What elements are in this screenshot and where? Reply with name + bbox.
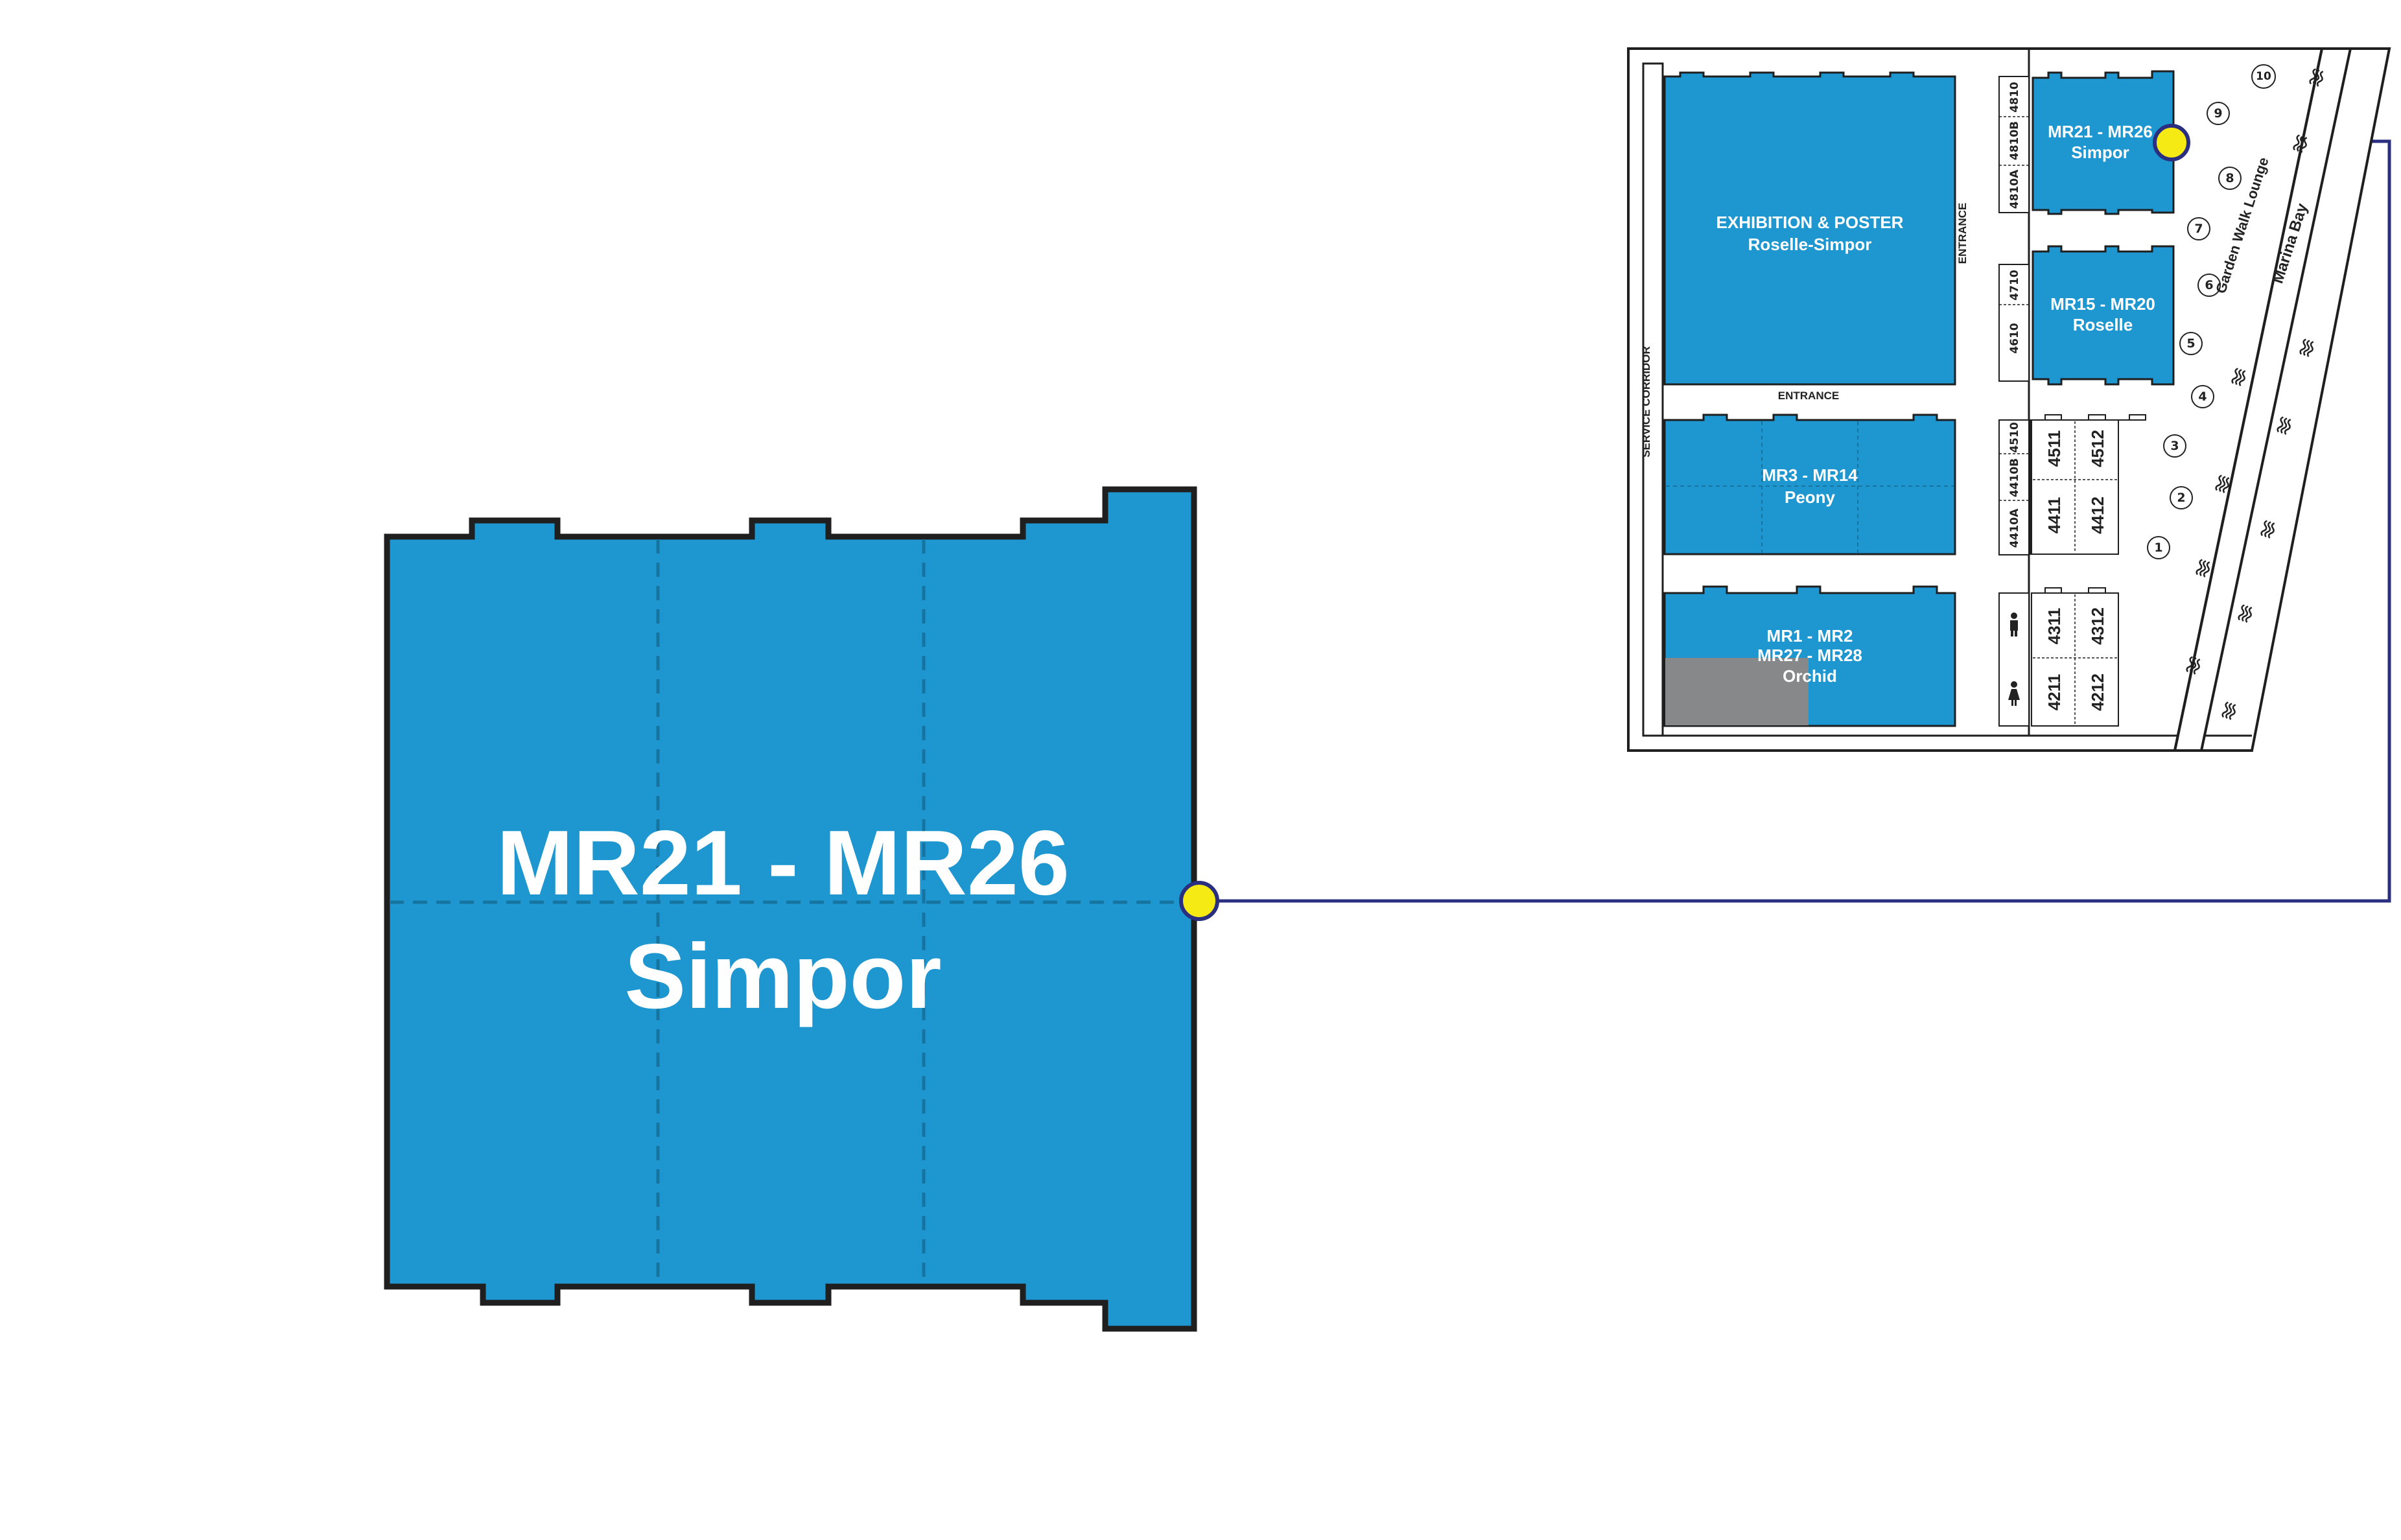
- detail-room-subtitle: Simpor: [624, 925, 941, 1028]
- svg-text:8: 8: [2225, 171, 2234, 185]
- minimap-small-rooms: [1998, 76, 2030, 727]
- svg-text:3: 3: [2170, 439, 2179, 453]
- minimap-room-4412: 4412: [2088, 496, 2107, 534]
- water-wave-icons: [2186, 68, 2324, 720]
- svg-text:2: 2: [2177, 491, 2185, 505]
- minimap-orchid-subtitle: Orchid: [1783, 666, 1837, 686]
- garden-seat-7: 7: [2187, 217, 2210, 240]
- minimap-room-4810b: 4810B: [2008, 121, 2021, 160]
- garden-seat-1: 1: [2147, 536, 2170, 559]
- minimap-room-4710: 4710: [2008, 270, 2021, 300]
- minimap-entrance-side: ENTRANCE: [1956, 203, 1969, 264]
- minimap-roselle-title: MR15 - MR20: [2050, 294, 2155, 314]
- minimap-room-orchid[interactable]: [1663, 585, 1956, 727]
- minimap-room-4211: 4211: [2044, 674, 2064, 710]
- minimap-peony-title: MR3 - MR14: [1762, 465, 1858, 485]
- minimap-room-4511: 4511: [2044, 430, 2064, 467]
- minimap-room-4410b: 4410B: [2008, 458, 2021, 497]
- minimap-room-4311: 4311: [2044, 608, 2064, 644]
- garden-seat-6: 6: [2197, 274, 2221, 297]
- garden-seat-5: 5: [2179, 332, 2203, 355]
- garden-seat-3: 3: [2163, 434, 2186, 458]
- minimap-orchid-line2: MR27 - MR28: [1757, 646, 1862, 665]
- svg-text:10: 10: [2256, 70, 2271, 83]
- minimap-room-simpor[interactable]: [2032, 70, 2175, 215]
- minimap-entrance-bottom: ENTRANCE: [1778, 390, 1839, 402]
- minimap-room-4411: 4411: [2044, 497, 2064, 533]
- minimap-exhibition-title: EXHIBITION & POSTER: [1716, 213, 1904, 232]
- minimap-orchid-line1: MR1 - MR2: [1767, 626, 1853, 646]
- svg-text:1: 1: [2154, 541, 2162, 555]
- svg-text:4: 4: [2198, 390, 2207, 404]
- garden-seat-8: 8: [2218, 167, 2242, 190]
- svg-text:9: 9: [2214, 106, 2222, 121]
- minimap-room-peony[interactable]: [1663, 414, 1956, 555]
- minimap-orchid-grey-area: [1665, 658, 1809, 725]
- minimap-location-marker: [2153, 124, 2190, 161]
- minimap-service-corridor: SERVICE CORRIDOR: [1640, 346, 1652, 458]
- minimap-roselle-subtitle: Roselle: [2073, 315, 2133, 334]
- detail-room-simpor[interactable]: [384, 486, 1197, 1332]
- minimap-simpor-subtitle: Simpor: [2071, 143, 2129, 162]
- garden-seat-10: 10: [2251, 64, 2276, 89]
- minimap-peony-subtitle: Peony: [1785, 487, 1836, 507]
- garden-seat-2: 2: [2170, 486, 2193, 509]
- minimap-room-4810: 4810: [2008, 82, 2021, 112]
- garden-seat-4: 4: [2191, 385, 2214, 408]
- minimap-room-4410a: 4410A: [2008, 508, 2021, 548]
- minimap: EXHIBITION & POSTER Roselle-Simpor ENTRA…: [1627, 47, 2391, 752]
- minimap-room-4212: 4212: [2088, 673, 2107, 711]
- svg-text:7: 7: [2194, 222, 2203, 236]
- minimap-exhibition-subtitle: Roselle-Simpor: [1748, 235, 1872, 254]
- detail-room-title: MR21 - MR26: [497, 811, 1070, 915]
- minimap-room-4312: 4312: [2088, 607, 2107, 645]
- minimap-meeting-rooms: [2030, 414, 2146, 727]
- minimap-simpor-title: MR21 - MR26: [2048, 122, 2153, 141]
- minimap-room-4810a: 4810A: [2008, 169, 2021, 209]
- svg-text:5: 5: [2186, 336, 2195, 351]
- minimap-room-4512: 4512: [2088, 430, 2107, 467]
- minimap-room-roselle[interactable]: [2032, 245, 2175, 386]
- minimap-room-4610: 4610: [2008, 323, 2021, 353]
- minimap-room-exhibition[interactable]: [1663, 71, 1956, 386]
- minimap-room-4510: 4510: [2008, 422, 2021, 452]
- male-icon: [2010, 612, 2018, 636]
- svg-text:6: 6: [2205, 278, 2213, 292]
- detail-location-marker: [1179, 881, 1219, 921]
- female-icon: [2008, 681, 2020, 706]
- garden-seat-9: 9: [2207, 102, 2230, 125]
